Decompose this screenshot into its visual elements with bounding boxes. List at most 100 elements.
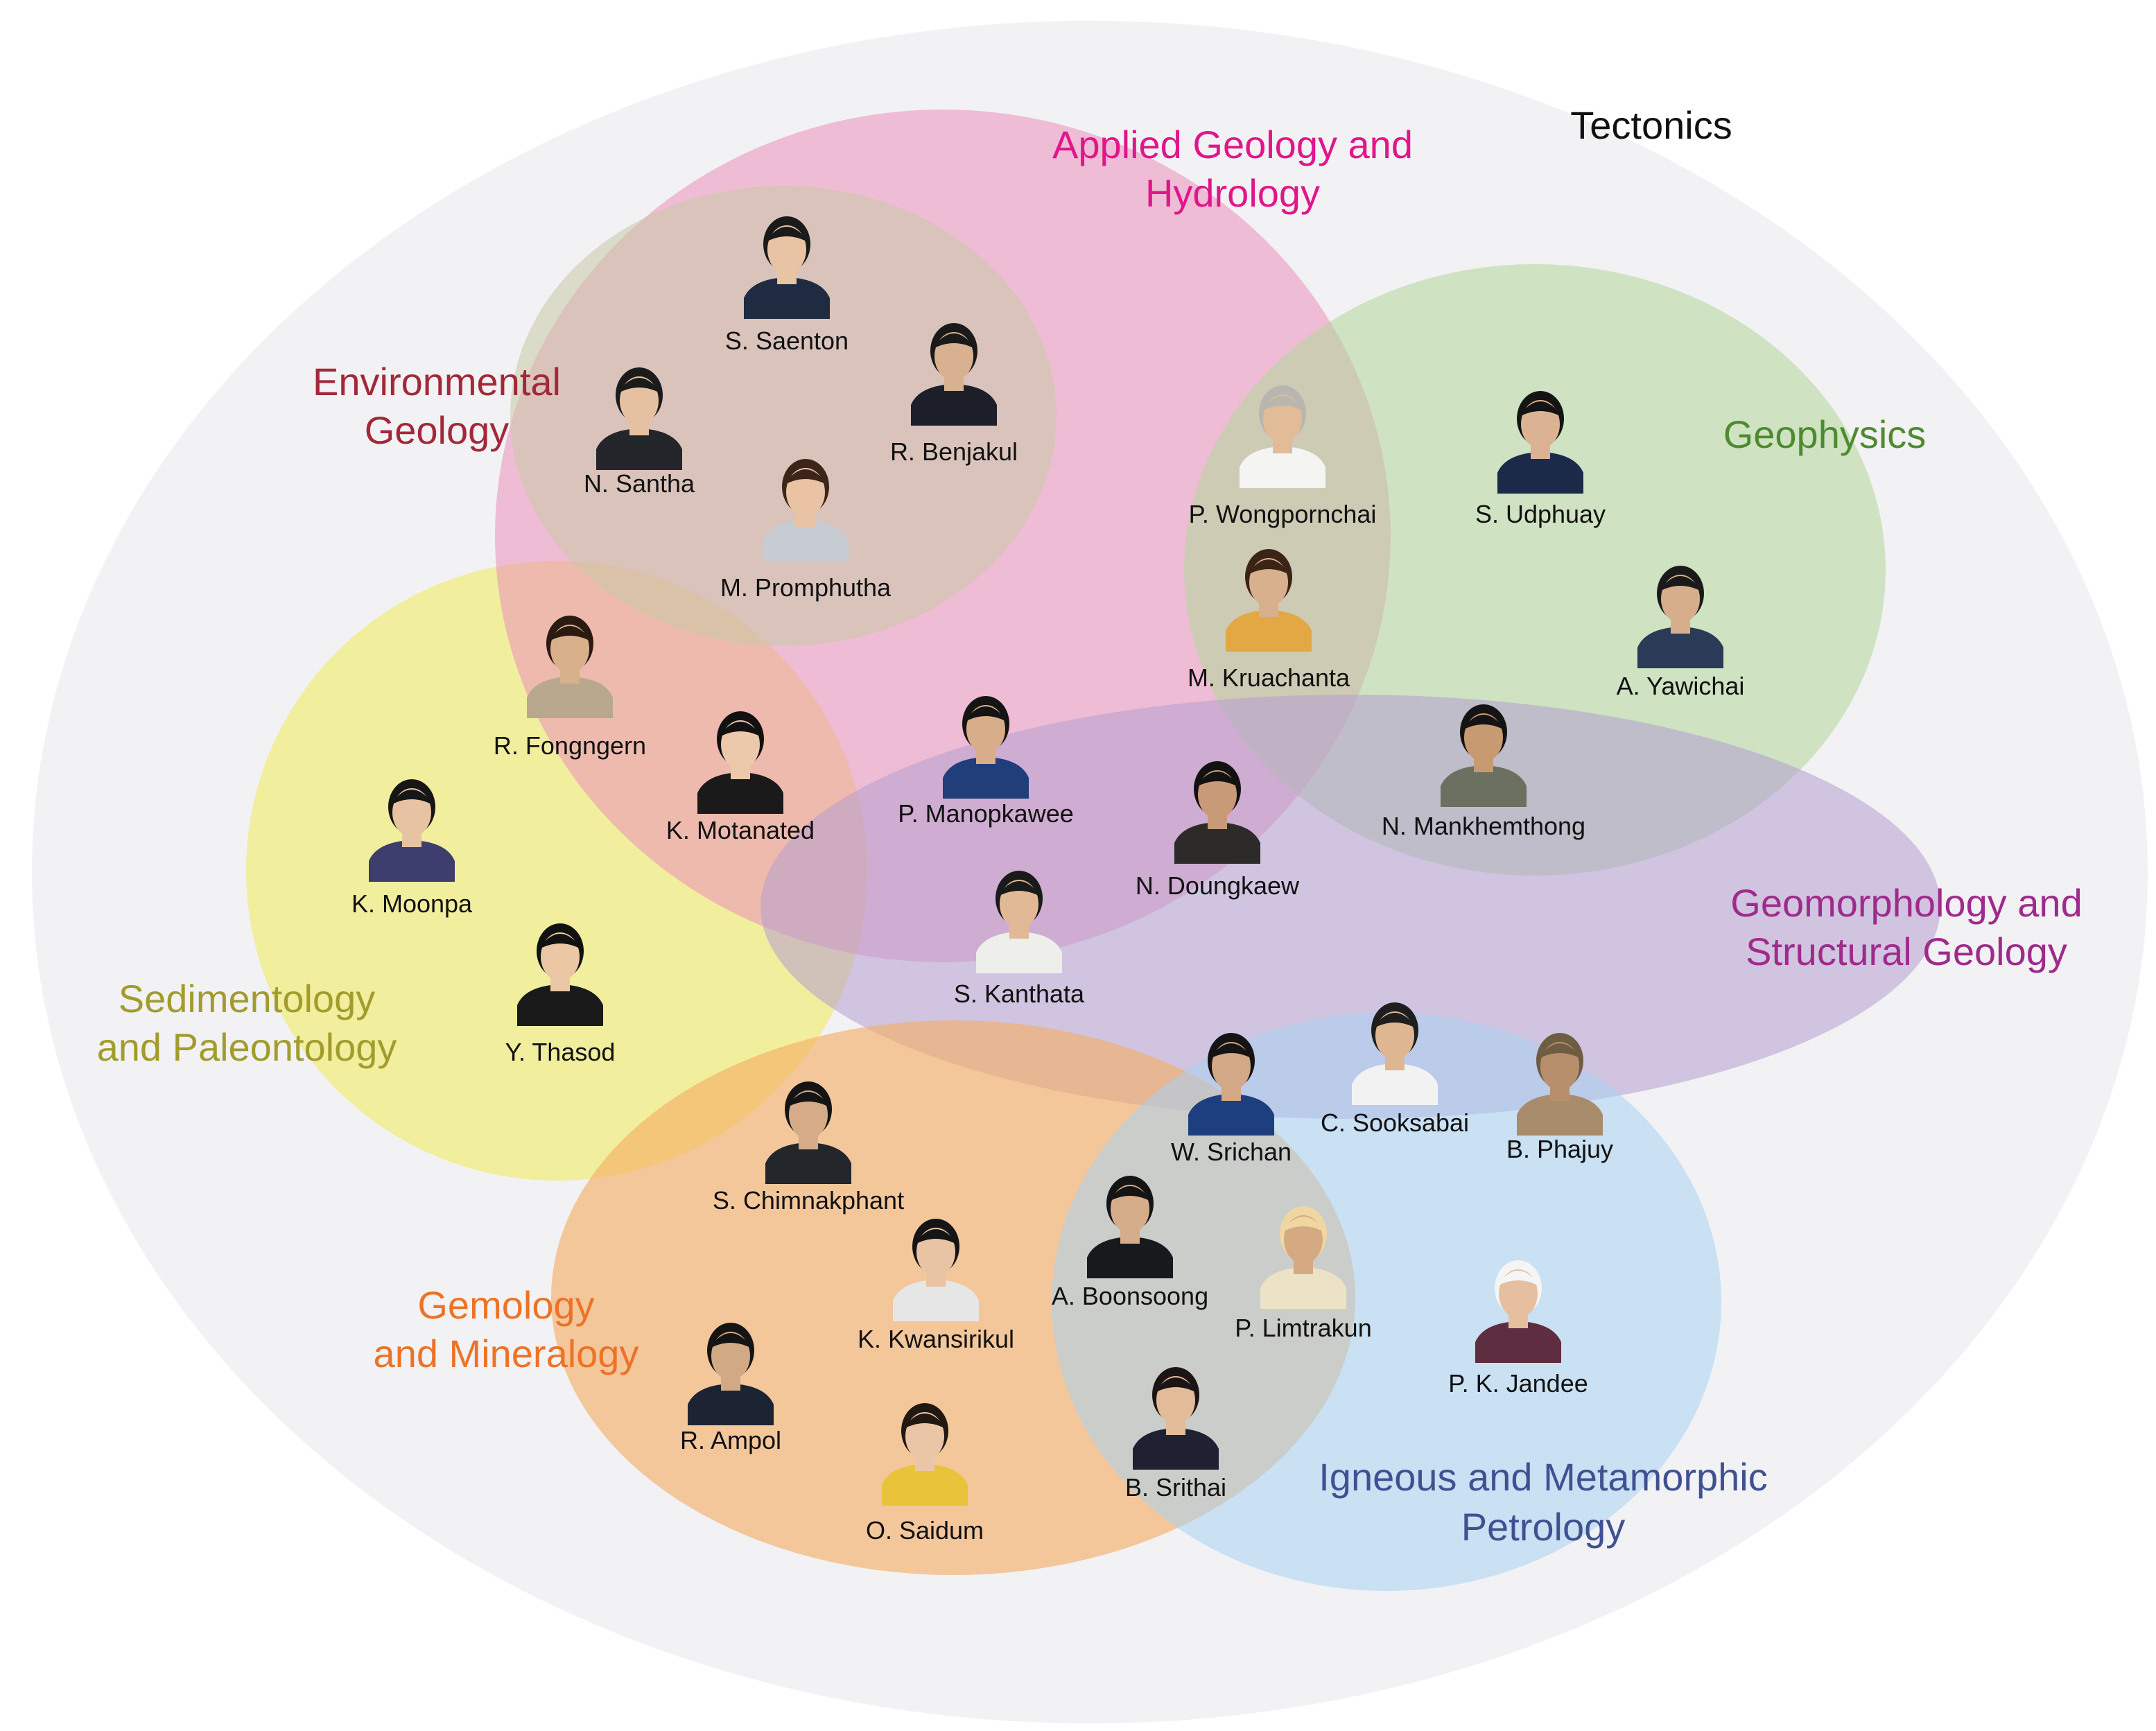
person-k-moonpa: K. Moonpa xyxy=(351,779,473,918)
person-name: A. Yawichai xyxy=(1617,672,1745,700)
person-name: B. Phajuy xyxy=(1506,1135,1613,1163)
environmental-region xyxy=(510,186,1057,646)
person-m-promphutha: M. Promphutha xyxy=(720,459,892,602)
portrait-photo xyxy=(943,696,1029,799)
sedimentology-label-line2: and Paleontology xyxy=(97,1025,397,1069)
portrait-photo xyxy=(1637,566,1723,668)
portrait-photo xyxy=(1174,761,1260,864)
person-r-fongngern: R. Fongngern xyxy=(494,616,646,760)
person-s-udphuay: S. Udphuay xyxy=(1475,391,1606,528)
person-s-saenton: S. Saenton xyxy=(725,216,849,355)
person-name: S. Chimnakphant xyxy=(713,1186,904,1215)
applied-geology-label-line1: Applied Geology and xyxy=(1052,123,1413,166)
person-a-boonsoong: A. Boonsoong xyxy=(1052,1176,1208,1310)
igneous-region xyxy=(1052,1013,1721,1591)
person-name: K. Motanated xyxy=(666,816,815,844)
person-s-kanthata: S. Kanthata xyxy=(954,871,1085,1008)
portrait-photo xyxy=(1517,1033,1603,1136)
person-k-motanated: K. Motanated xyxy=(666,711,815,844)
person-name: P. Wongpornchai xyxy=(1189,500,1377,528)
environmental-label-line2: Geology xyxy=(365,408,510,452)
portrait-photo xyxy=(688,1323,774,1425)
person-k-kwansirikul: K. Kwansirikul xyxy=(858,1219,1014,1353)
person-name: Y. Thasod xyxy=(505,1038,616,1066)
portrait-photo xyxy=(369,779,455,882)
geomorphology-label-line2: Structural Geology xyxy=(1746,930,2067,973)
portrait-photo xyxy=(1240,385,1325,488)
portrait-photo xyxy=(893,1219,979,1321)
geomorphology-label-line1: Geomorphology and xyxy=(1730,881,2082,925)
person-name: O. Saidum xyxy=(866,1516,984,1545)
person-p-manopkawee: P. Manopkawee xyxy=(898,696,1074,828)
portrait-photo xyxy=(527,616,613,718)
person-p-limtrakun: P. Limtrakun xyxy=(1235,1206,1372,1342)
person-r-benjakul: R. Benjakul xyxy=(890,323,1018,466)
person-name: B. Srithai xyxy=(1125,1473,1226,1502)
person-m-kruachanta: M. Kruachanta xyxy=(1188,549,1350,692)
portrait-photo xyxy=(1497,391,1583,494)
portrait-photo xyxy=(976,871,1062,973)
person-n-mankhemthong: N. Mankhemthong xyxy=(1382,704,1585,840)
person-a-yawichai: A. Yawichai xyxy=(1617,566,1745,700)
person-name: C. Sooksabai xyxy=(1321,1108,1469,1137)
person-p-k-jandee: P. K. Jandee xyxy=(1448,1260,1588,1398)
person-name: M. Kruachanta xyxy=(1188,663,1350,692)
gemology-label-line2: and Mineralogy xyxy=(374,1332,639,1375)
person-s-chimnakphant: S. Chimnakphant xyxy=(713,1081,904,1215)
person-name: R. Ampol xyxy=(680,1426,781,1454)
portrait-photo xyxy=(1226,549,1312,652)
portrait-photo xyxy=(765,1081,851,1184)
people-layer: S. Saenton R. Benjakul N. Santha M. Promphu… xyxy=(351,216,1745,1545)
portrait-photo xyxy=(596,367,682,470)
person-n-santha: N. Santha xyxy=(584,367,695,498)
portrait-photo xyxy=(697,711,783,814)
person-y-thasod: Y. Thasod xyxy=(505,923,616,1066)
person-name: A. Boonsoong xyxy=(1052,1282,1208,1310)
person-name: N. Santha xyxy=(584,469,695,498)
person-p-wongpornchai: P. Wongpornchai xyxy=(1189,385,1377,528)
person-name: K. Kwansirikul xyxy=(858,1325,1014,1353)
person-name: M. Promphutha xyxy=(720,573,892,602)
person-b-phajuy: B. Phajuy xyxy=(1506,1033,1613,1163)
environmental-label-line1: Environmental xyxy=(313,360,561,403)
portrait-photo xyxy=(763,459,849,562)
igneous-label-line2: Petrology xyxy=(1461,1505,1626,1549)
igneous-label-line1: Igneous and Metamorphic xyxy=(1319,1455,1768,1499)
person-name: R. Benjakul xyxy=(890,437,1018,466)
portrait-photo xyxy=(1188,1033,1274,1136)
portrait-photo xyxy=(1352,1002,1438,1105)
portrait-photo xyxy=(882,1403,968,1506)
portrait-photo xyxy=(1475,1260,1561,1363)
person-name: N. Doungkaew xyxy=(1136,871,1300,900)
person-w-srichan: W. Srichan xyxy=(1171,1033,1292,1166)
sedimentology-label-line1: Sedimentology xyxy=(119,977,375,1020)
portrait-photo xyxy=(1441,704,1527,807)
person-n-doungkaew: N. Doungkaew xyxy=(1136,761,1300,900)
geomorphology-region xyxy=(760,695,1940,1119)
portrait-photo xyxy=(1087,1176,1173,1278)
geophysics-label: Geophysics xyxy=(1723,412,1927,456)
portrait-photo xyxy=(517,923,603,1026)
person-name: S. Udphuay xyxy=(1475,500,1606,528)
portrait-photo xyxy=(1133,1367,1219,1470)
portrait-photo xyxy=(744,216,830,319)
person-name: P. K. Jandee xyxy=(1448,1369,1588,1398)
person-name: N. Mankhemthong xyxy=(1382,812,1585,840)
person-name: S. Kanthata xyxy=(954,980,1085,1008)
person-name: P. Limtrakun xyxy=(1235,1314,1371,1342)
portrait-photo xyxy=(911,323,997,426)
person-r-ampol: R. Ampol xyxy=(680,1323,781,1454)
portrait-photo xyxy=(1260,1206,1346,1309)
person-name: R. Fongngern xyxy=(494,731,646,760)
applied-geology-label-line2: Hydrology xyxy=(1145,171,1320,215)
person-name: P. Manopkawee xyxy=(898,799,1074,828)
person-name: K. Moonpa xyxy=(351,889,473,918)
person-o-saidum: O. Saidum xyxy=(866,1403,984,1545)
person-name: S. Saenton xyxy=(725,327,849,355)
person-b-srithai: B. Srithai xyxy=(1125,1367,1226,1502)
gemology-label-line1: Gemology xyxy=(417,1283,594,1327)
person-c-sooksabai: C. Sooksabai xyxy=(1321,1002,1469,1137)
person-name: W. Srichan xyxy=(1171,1138,1292,1166)
tectonics-label: Tectonics xyxy=(1570,103,1732,147)
